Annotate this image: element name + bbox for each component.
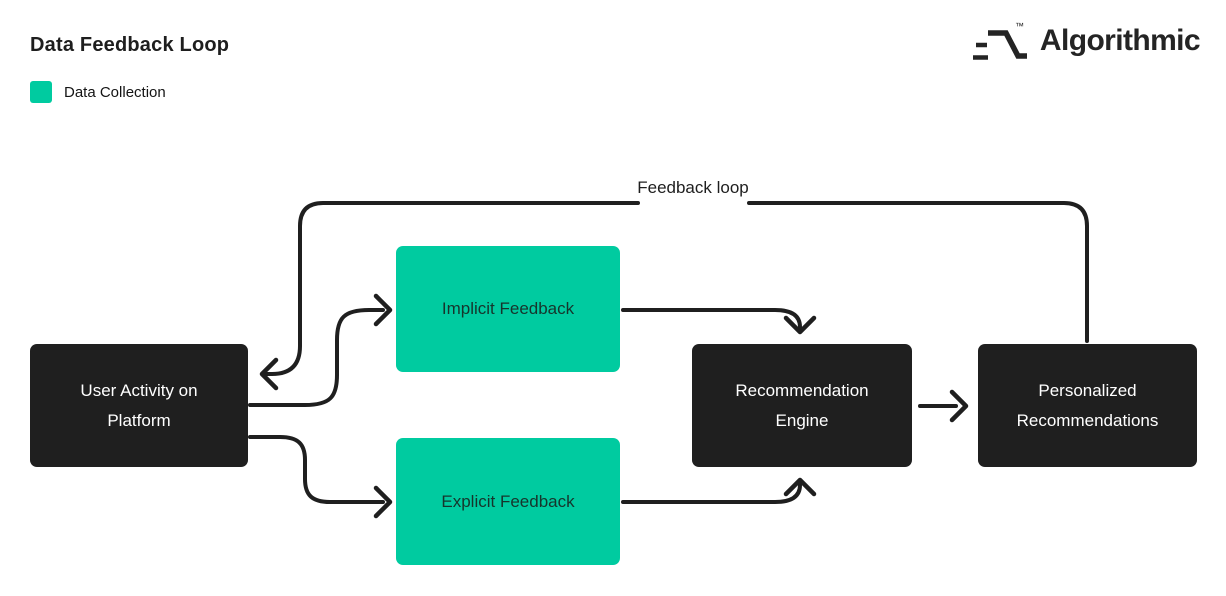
edge-feedback-loop-left [265, 201, 640, 376]
algorithmic-logo-icon: ™ [972, 21, 1027, 60]
edge-user-to-implicit [248, 308, 385, 407]
arrowhead-into-user-activity [259, 357, 279, 391]
trademark-symbol: ™ [1015, 21, 1024, 31]
node-label: User Activity on Platform [80, 380, 198, 430]
edge-user-to-explicit [248, 435, 385, 504]
edge-feedback-loop-right [747, 201, 1089, 343]
node-implicit-feedback: Implicit Feedback [396, 246, 620, 372]
node-label: Recommendation Engine [735, 380, 869, 430]
page-title: Data Feedback Loop [30, 34, 230, 56]
node-personalized-recommendations: Personalized Recommendations [978, 344, 1197, 467]
legend-swatch-data-collection [30, 81, 52, 103]
feedback-loop-label: Feedback loop [637, 178, 749, 197]
arrowhead-into-engine-top [783, 315, 817, 335]
node-label: Personalized Recommendations [1016, 380, 1159, 430]
edge-explicit-to-engine [621, 483, 802, 504]
node-label: Implicit Feedback [441, 299, 575, 318]
arrowhead-into-engine-bottom [783, 477, 817, 497]
arrowhead-into-implicit-feedback [373, 293, 393, 327]
node-user-activity: User Activity on Platform [30, 344, 248, 467]
arrowhead-into-explicit-feedback [373, 485, 393, 519]
legend-label: Data Collection [64, 83, 166, 101]
arrowhead-into-personalized [949, 389, 969, 423]
node-recommendation-engine: Recommendation Engine [692, 344, 912, 467]
legend: Data Collection [30, 81, 166, 103]
brand-name: Algorithmic [1039, 24, 1201, 57]
brand-logo: ™ Algorithmic [970, 18, 1201, 64]
node-explicit-feedback: Explicit Feedback [396, 438, 620, 565]
edge-implicit-to-engine [621, 308, 802, 329]
node-label: Explicit Feedback [441, 491, 575, 511]
